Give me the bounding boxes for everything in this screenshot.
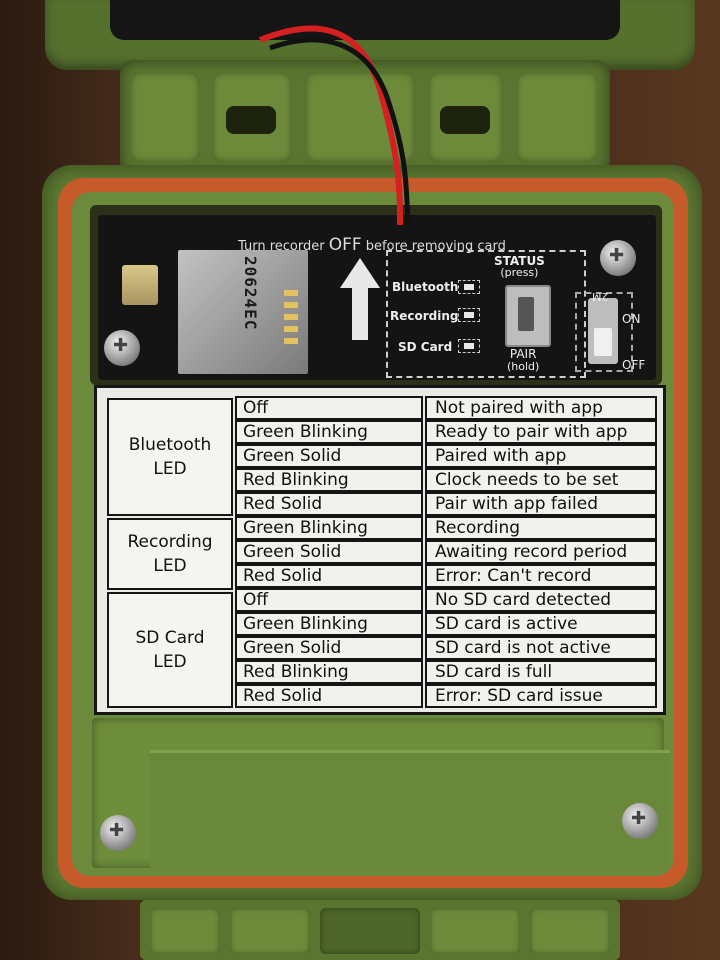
power-switch[interactable] — [588, 298, 618, 364]
sd-chip-text: 20624EC — [241, 256, 260, 331]
table-row-meaning: Clock needs to be set — [425, 468, 657, 492]
led-panel — [386, 250, 586, 378]
screw-bottom-right — [622, 803, 658, 839]
tray-lip — [150, 750, 670, 871]
table-row-state: Green Solid — [235, 540, 423, 564]
top-hinge — [120, 60, 610, 175]
bottom-hinge — [140, 900, 620, 960]
table-row-state: Green Blinking — [235, 516, 423, 540]
table-row-state: Red Solid — [235, 564, 423, 588]
switch-on-label: ON — [622, 312, 641, 326]
led-label-sdcard: SD Card — [398, 340, 453, 354]
table-row-state: Off — [235, 396, 423, 420]
status-pair-button[interactable] — [505, 285, 551, 347]
screw-bottom-left — [100, 815, 136, 851]
table-row-state: Off — [235, 588, 423, 612]
led-label-bluetooth: Bluetooth — [392, 280, 459, 294]
table-row-meaning: Paired with app — [425, 444, 657, 468]
battery-compartment — [110, 0, 620, 40]
table-row-meaning: SD card is active — [425, 612, 657, 636]
pair-label: PAIR(hold) — [507, 347, 540, 373]
recording-led — [458, 308, 480, 322]
power-switch-area — [575, 292, 633, 372]
bluetooth-led — [458, 280, 480, 294]
table-row-meaning: SD card is not active — [425, 636, 657, 660]
led-label-recording: Recording — [390, 309, 459, 323]
battery-wires — [258, 25, 411, 226]
sd-card-slot[interactable] — [178, 250, 308, 374]
table-row-meaning: Error: SD card issue — [425, 684, 657, 708]
table-row-state: Green Solid — [235, 444, 423, 468]
table-row-meaning: Recording — [425, 516, 657, 540]
arrow-up-icon — [340, 258, 380, 340]
table-row-state: Red Blinking — [235, 660, 423, 684]
table-row-state: Green Solid — [235, 636, 423, 660]
table-row-state: Red Solid — [235, 492, 423, 516]
screw-left — [104, 330, 140, 366]
screw-top-right — [600, 240, 636, 276]
table-row-state: Red Blinking — [235, 468, 423, 492]
table-row-meaning: SD card is full — [425, 660, 657, 684]
switch-2m-label: 2M — [592, 290, 609, 303]
status-label: STATUS(press) — [494, 254, 545, 279]
table-row-meaning: Error: Can't record — [425, 564, 657, 588]
table-row-state: Green Blinking — [235, 420, 423, 444]
table-row-meaning: Awaiting record period — [425, 540, 657, 564]
table-row-meaning: No SD card detected — [425, 588, 657, 612]
table-row-meaning: Ready to pair with app — [425, 420, 657, 444]
table-row-meaning: Not paired with app — [425, 396, 657, 420]
coin-cell-holder — [122, 265, 158, 305]
switch-off-label: OFF — [622, 358, 646, 372]
table-row-state: Green Blinking — [235, 612, 423, 636]
table-row-state: Red Solid — [235, 684, 423, 708]
table-row-meaning: Pair with app failed — [425, 492, 657, 516]
sdcard-led — [458, 339, 480, 353]
